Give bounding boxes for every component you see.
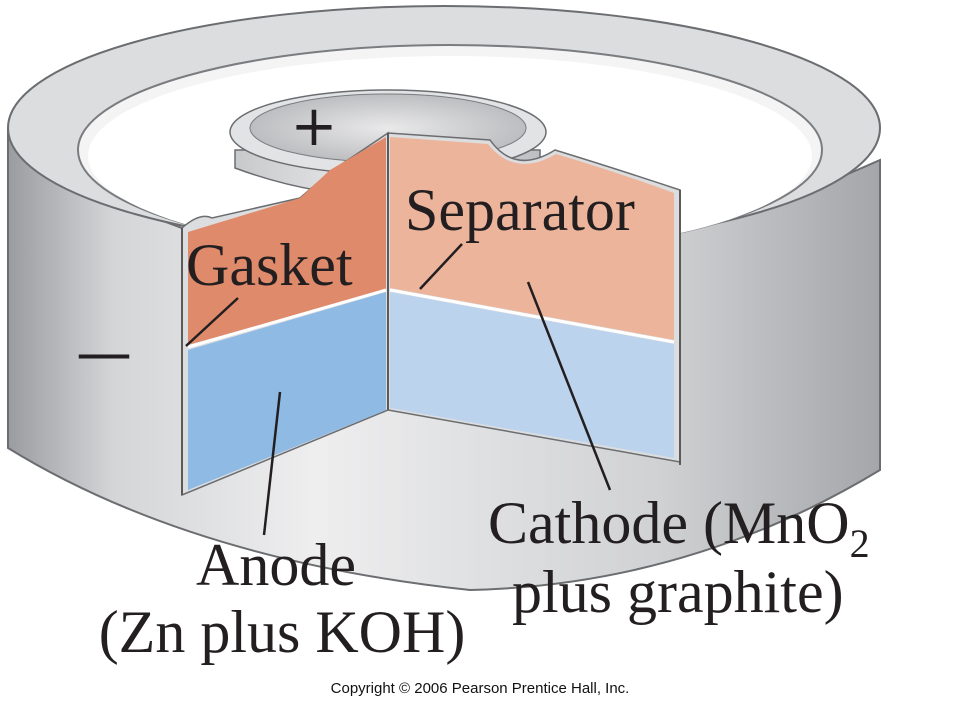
cutaway-section xyxy=(181,131,681,497)
anode-front-face xyxy=(390,292,674,458)
cathode-front-face xyxy=(390,137,674,340)
anode-leader xyxy=(262,391,282,536)
anode-composition-label: (Zn plus KOH) xyxy=(99,599,466,665)
cathode-side-face xyxy=(188,137,386,345)
copyright-notice: Copyright © 2006 Pearson Prentice Hall, … xyxy=(330,680,630,697)
gasket-label: Gasket xyxy=(186,232,353,298)
minus-sign: — xyxy=(76,321,132,386)
separator-label: Separator xyxy=(405,177,635,243)
plus-sign: + xyxy=(291,94,338,159)
cathode-composition-label: plus graphite) xyxy=(512,559,844,625)
anode-label: Anode xyxy=(196,532,356,598)
leader-lines xyxy=(185,243,612,536)
cathode-label: Cathode (MnO2 xyxy=(488,490,870,566)
cathode-leader xyxy=(526,281,612,491)
anode-side-face xyxy=(188,292,386,490)
separator-leader xyxy=(419,243,463,290)
gasket-leader xyxy=(185,297,239,347)
